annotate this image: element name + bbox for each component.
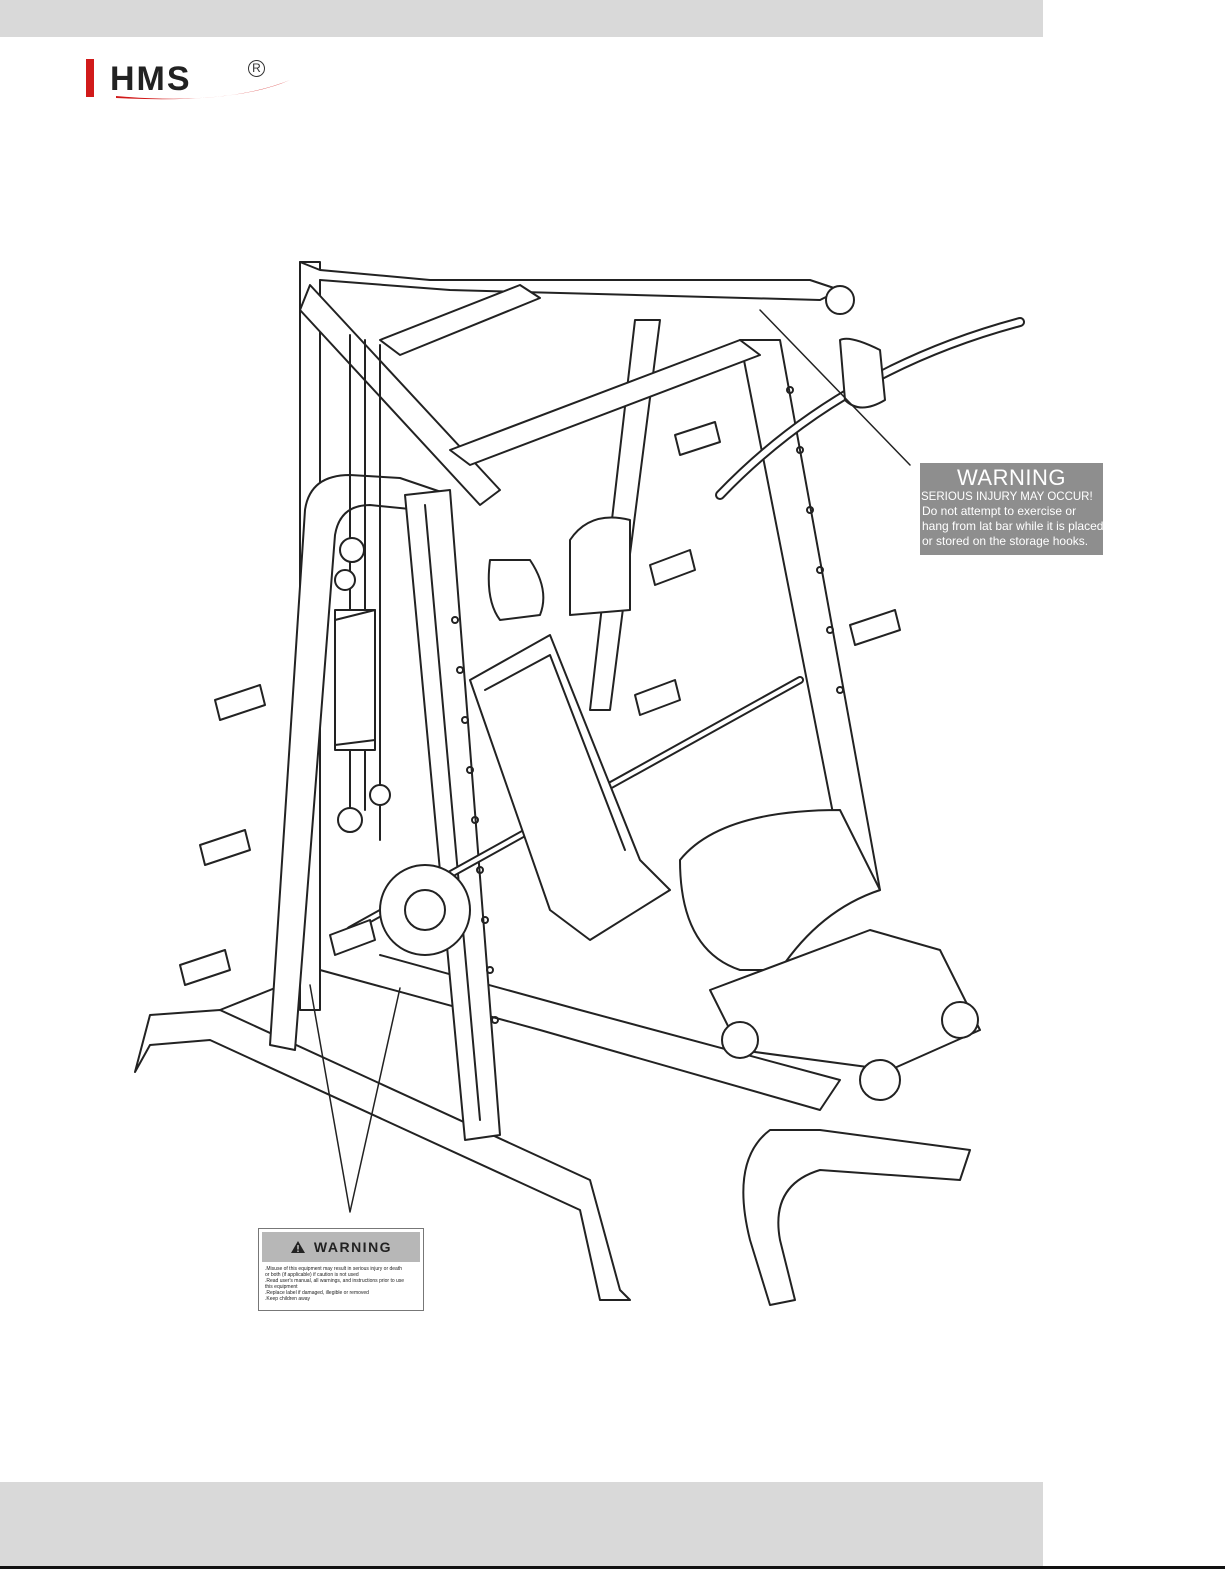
warning-title: WARNING <box>313 1239 393 1255</box>
warning-line: .Replace label if damaged, illegible or … <box>265 1290 369 1296</box>
warning-line: .Keep children away <box>265 1296 311 1302</box>
registered-mark: R <box>248 60 265 77</box>
warning-label-general: WARNING .Misuse of this equipment may re… <box>258 1228 424 1311</box>
warning-line: .Read user's manual, all warnings, and i… <box>265 1278 405 1284</box>
footer-band <box>0 1482 1043 1566</box>
warning-line: this equipment <box>265 1284 298 1290</box>
footer-rule <box>0 1566 1225 1569</box>
warning-label-lat-bar: WARNING SERIOUS INJURY MAY OCCUR! Do not… <box>920 463 1103 555</box>
warning-subtitle: SERIOUS INJURY MAY OCCUR! <box>921 491 1093 503</box>
header-band <box>0 0 1043 37</box>
warning-header: WARNING <box>262 1232 420 1262</box>
warning-line: .Misuse of this equipment may result in … <box>265 1266 403 1272</box>
warning-line: hang from lat bar while it is placed <box>922 519 1103 533</box>
warning-line: Do not attempt to exercise or <box>922 504 1077 518</box>
warning-line: or both (if applicable) if caution is no… <box>265 1272 359 1278</box>
warning-title: WARNING <box>956 465 1066 490</box>
logo-text: HMS <box>110 60 192 98</box>
logo-red-bar <box>86 59 94 97</box>
warning-line: or stored on the storage hooks. <box>922 534 1089 548</box>
smith-machine-illustration <box>134 261 1025 1306</box>
hms-logo: HMS R <box>86 58 296 100</box>
warning-triangle-icon <box>290 1241 305 1253</box>
